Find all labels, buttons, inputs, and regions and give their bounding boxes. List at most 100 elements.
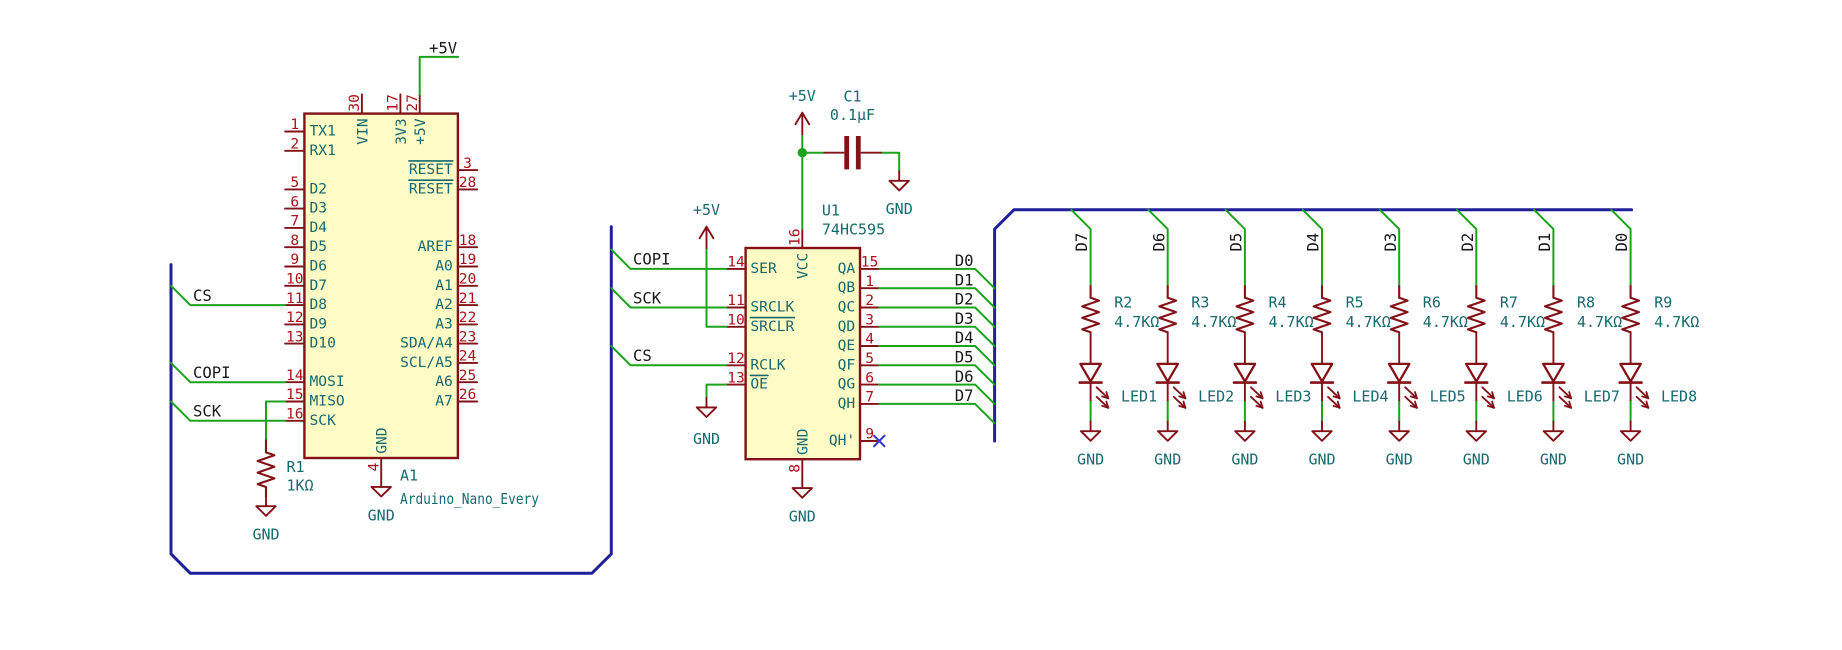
resistor-r2[interactable]: R2 4.7KΩ: [1081, 285, 1159, 334]
pin-name: 3V3: [393, 118, 410, 144]
sr-pin-qb: 1 QB: [838, 273, 881, 296]
net-label-column: D3: [1382, 233, 1400, 252]
pin-number: 28: [459, 174, 477, 191]
led-arrow-icon: [1250, 395, 1264, 409]
wire-5v-arduino: [418, 55, 460, 96]
led-led4[interactable]: LED4: [1309, 362, 1389, 409]
resistor-r5[interactable]: R5 4.7KΩ: [1312, 285, 1391, 334]
led-led8[interactable]: LED8: [1618, 362, 1697, 409]
pin-name: D2: [310, 180, 328, 197]
gnd-symbol-led3[interactable]: GND: [1231, 420, 1258, 469]
led-led6[interactable]: LED6: [1464, 362, 1543, 409]
wire-col-d6: [1147, 208, 1169, 288]
resistor-r6[interactable]: R6 4.7KΩ: [1389, 285, 1468, 334]
pin-number: 1: [865, 273, 874, 290]
pin-name: SRCLK: [750, 299, 794, 316]
p5v-symbol-srclr[interactable]: +5V: [693, 201, 720, 250]
pin-number: 20: [459, 271, 477, 288]
resistor-r7[interactable]: R7 4.7KΩ: [1466, 285, 1545, 334]
led-arrow-icon: [1095, 386, 1110, 400]
led-arrow-icon: [1481, 395, 1495, 409]
pin-name: QB: [838, 279, 856, 296]
arduino-pin-a0: 19 A0: [435, 251, 479, 275]
gnd-symbol-led7[interactable]: GND: [1540, 420, 1567, 469]
resistor-reference: R3: [1191, 294, 1209, 312]
wire-sck-sr: [610, 287, 728, 309]
gnd-net-label: GND: [1154, 451, 1181, 469]
pin-number: 11: [286, 290, 304, 307]
wire-col-d5: [1224, 208, 1246, 288]
gnd-symbol-r1[interactable]: GND: [252, 495, 280, 544]
gnd-net-label: GND: [1386, 451, 1413, 469]
led-led2[interactable]: LED2: [1155, 362, 1234, 409]
led-led5[interactable]: LED5: [1387, 362, 1466, 409]
resistor-reference: R5: [1346, 294, 1364, 312]
pin-name: A0: [435, 258, 453, 275]
pin-name: MISO: [310, 393, 345, 410]
led-reference: LED2: [1198, 387, 1234, 405]
pin-name: QA: [838, 260, 856, 277]
wire-copi-arduino: [170, 361, 287, 384]
gnd-symbol-arduino[interactable]: GND: [368, 476, 395, 524]
wire-cs-arduino: [170, 284, 287, 307]
arduino-symbol[interactable]: 1 TX1 2 RX1 5 D2 6 D3 7 D4 8 D5 9 D6 10 …: [284, 93, 539, 508]
pin-name: D8: [310, 296, 328, 313]
resistor-r4[interactable]: R4 4.7KΩ: [1235, 285, 1314, 334]
pin-name: OE: [750, 376, 768, 393]
wires: [170, 55, 996, 442]
gnd-symbol-led2[interactable]: GND: [1154, 420, 1181, 469]
pin-number: 3: [865, 312, 874, 329]
resistor-value: 4.7KΩ: [1654, 313, 1699, 331]
sr-pin-qf: 5 QF: [838, 350, 881, 373]
led-column-d4: D4 R5 4.7KΩ LED4 GND: [1301, 208, 1391, 469]
arduino-pin-a2: 21 A2: [435, 290, 479, 313]
resistor-r1[interactable]: R1 1KΩ: [256, 439, 314, 498]
pin-name: QH': [829, 432, 855, 449]
pin-name: D4: [310, 219, 328, 236]
led-column-d5: D5 R4 4.7KΩ LED3 GND: [1224, 208, 1314, 469]
net-label-column: D2: [1459, 233, 1477, 252]
shift-register-symbol[interactable]: 14 SER 11 SRCLK 10 SRCLR 12 RCLK 13 OE 1…: [725, 201, 886, 480]
capacitor-c1[interactable]: C1 0.1µF: [823, 87, 882, 170]
net-label-column: D4: [1305, 233, 1323, 252]
pin-number: 26: [459, 386, 477, 403]
wire-qd: [878, 325, 996, 347]
pin-number: 2: [865, 292, 874, 309]
arduino-pin-d8: 11 D8: [284, 290, 328, 313]
gnd-symbol-oe[interactable]: GND: [693, 396, 720, 448]
pin-name: VCC: [795, 253, 812, 279]
pin-number: 12: [727, 350, 745, 367]
led-led7[interactable]: LED7: [1541, 362, 1620, 409]
led-reference: LED6: [1507, 387, 1543, 405]
pin-name: SRCLR: [750, 318, 794, 335]
gnd-symbol-c1[interactable]: GND: [886, 170, 913, 218]
gnd-symbol-led4[interactable]: GND: [1308, 420, 1336, 469]
gnd-net-label: GND: [252, 526, 279, 544]
pin-number: 7: [290, 213, 299, 230]
gnd-symbol-led5[interactable]: GND: [1386, 420, 1413, 469]
resistor-r3[interactable]: R3 4.7KΩ: [1158, 285, 1236, 334]
gnd-symbol-sr[interactable]: GND: [789, 477, 816, 526]
p5v-symbol-vcc[interactable]: +5V: [789, 87, 816, 136]
wire-sck-arduino: [170, 400, 287, 422]
gnd-symbol-led8[interactable]: GND: [1617, 420, 1644, 469]
gnd-net-label: GND: [1540, 451, 1567, 469]
arduino-pin-gnd: 4 GND: [365, 427, 391, 479]
sr-pin-rclk: 12 RCLK: [725, 350, 786, 373]
pin-name: QH: [838, 395, 856, 412]
gnd-net-label: GND: [1077, 451, 1104, 469]
led-led3[interactable]: LED3: [1232, 362, 1311, 409]
led-led1[interactable]: LED1: [1078, 362, 1157, 409]
pin-number: 10: [727, 312, 745, 329]
gnd-symbol-led6[interactable]: GND: [1463, 420, 1490, 469]
pin-number: 9: [865, 426, 874, 443]
wire-copi-sr: [610, 248, 728, 270]
wire-qh: [878, 402, 996, 425]
pin-name: RCLK: [750, 356, 785, 373]
resistor-r9[interactable]: R9 4.7KΩ: [1621, 285, 1699, 334]
resistor-r8[interactable]: R8 4.7KΩ: [1543, 285, 1622, 334]
gnd-symbol-led1[interactable]: GND: [1077, 420, 1104, 469]
pin-name: D9: [310, 315, 328, 332]
led-column-d2: D2 R7 4.7KΩ LED6 GND: [1456, 208, 1545, 469]
